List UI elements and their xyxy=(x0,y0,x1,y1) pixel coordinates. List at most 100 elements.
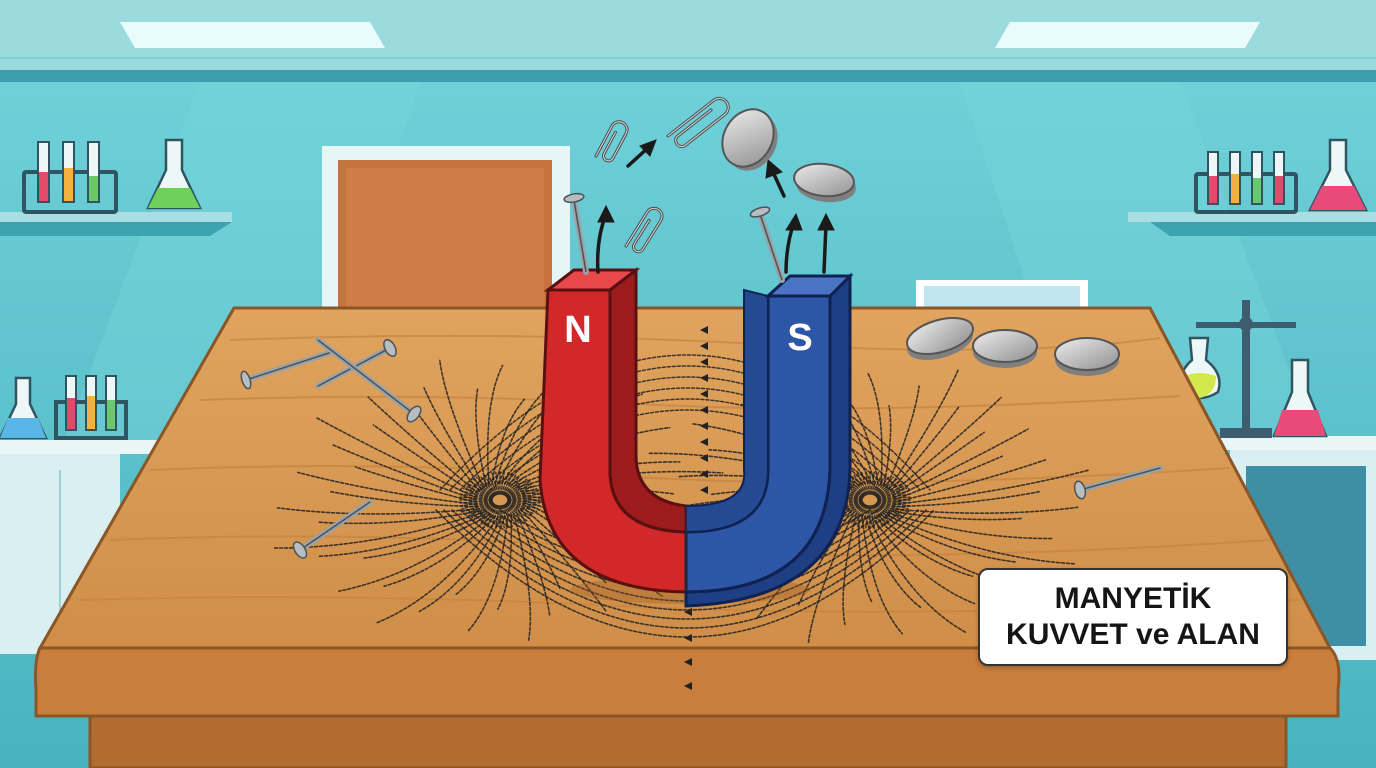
field-arrow xyxy=(700,470,708,478)
field-arrow xyxy=(700,486,708,494)
field-line xyxy=(449,365,921,491)
title-card: MANYETİK KUVVET ve ALAN xyxy=(978,568,1288,666)
field-line xyxy=(874,515,974,577)
field-line xyxy=(506,501,538,513)
field-line xyxy=(507,499,541,504)
flask-green xyxy=(146,138,202,210)
field-line xyxy=(807,511,855,644)
field-line xyxy=(475,476,496,496)
paperclip xyxy=(624,206,664,254)
field-arrow xyxy=(700,406,708,414)
field-line xyxy=(466,502,495,518)
field-line xyxy=(874,503,898,522)
field-line xyxy=(870,516,976,605)
field-line xyxy=(871,505,879,529)
paperclip xyxy=(666,96,730,149)
door xyxy=(322,146,570,316)
field-line xyxy=(874,476,895,496)
field-line xyxy=(461,490,494,499)
field-line xyxy=(839,503,865,520)
field-line xyxy=(507,500,540,507)
field-arrow xyxy=(700,358,708,366)
left-shelf xyxy=(0,138,232,236)
flask-pink-lower xyxy=(1272,358,1328,438)
field-line xyxy=(866,371,883,486)
field-line xyxy=(845,504,866,524)
field-line xyxy=(451,509,919,620)
field-line xyxy=(439,354,931,491)
field-line xyxy=(459,499,493,504)
field-line xyxy=(504,504,525,524)
field-line xyxy=(513,512,532,642)
field-line xyxy=(467,515,509,632)
field-arrow xyxy=(700,438,708,446)
field-arrow xyxy=(700,390,708,398)
field-line xyxy=(475,388,487,488)
field-line xyxy=(836,482,865,498)
field-line xyxy=(501,505,514,528)
field-arrow xyxy=(684,634,692,642)
north-pole-label: N xyxy=(564,309,591,351)
field-line xyxy=(491,398,526,485)
field-line xyxy=(460,500,493,507)
field-line xyxy=(872,504,887,527)
field-arrow xyxy=(700,326,708,334)
field-line xyxy=(469,480,495,497)
field-line xyxy=(469,503,495,520)
coin xyxy=(906,316,974,361)
field-arrow xyxy=(684,608,692,616)
field-line xyxy=(338,515,493,592)
nail xyxy=(1073,465,1163,500)
field-line xyxy=(418,516,503,613)
field-line xyxy=(460,493,493,500)
title-line-1: MANYETİK xyxy=(1054,582,1212,615)
field-line xyxy=(506,485,536,498)
field-line xyxy=(892,431,985,497)
field-line xyxy=(885,511,1053,540)
field-line xyxy=(877,493,910,500)
field-line xyxy=(330,443,477,501)
flying-coins xyxy=(721,108,856,203)
field-line xyxy=(885,385,920,489)
field-line xyxy=(459,509,911,611)
field-line xyxy=(893,459,1047,504)
field-line xyxy=(877,499,911,504)
field-line xyxy=(502,473,517,496)
field-line xyxy=(889,406,960,493)
field-line xyxy=(849,475,867,496)
field-line xyxy=(503,504,521,525)
field-line xyxy=(856,505,869,528)
field-line xyxy=(871,471,879,495)
field-line xyxy=(874,478,898,497)
field-line xyxy=(472,503,496,522)
south-pole-label: S xyxy=(787,317,812,359)
field-line xyxy=(506,501,539,510)
nail-on-south-pole xyxy=(749,206,785,283)
field-line xyxy=(354,466,477,504)
field-line xyxy=(383,515,496,587)
field-line xyxy=(503,475,521,496)
coins-on-table xyxy=(906,316,1120,376)
title-line-2: KUVVET ve ALAN xyxy=(1006,618,1260,651)
nails-right xyxy=(1073,465,1163,500)
lab-stand xyxy=(1196,300,1296,438)
field-line xyxy=(861,515,904,635)
field-line xyxy=(507,496,541,501)
field-line xyxy=(329,490,479,508)
field-line xyxy=(464,485,494,498)
field-line xyxy=(507,493,540,500)
field-line xyxy=(893,428,1029,499)
field-line xyxy=(865,471,870,495)
test-tube-rack xyxy=(54,375,128,440)
field-line xyxy=(842,512,857,626)
nail-on-north-pole xyxy=(563,192,589,275)
field-line xyxy=(486,364,504,486)
field-line xyxy=(506,502,536,515)
field-line xyxy=(500,471,505,495)
field-line xyxy=(873,504,891,525)
field-line xyxy=(491,471,499,495)
field-line xyxy=(462,487,494,499)
field-line xyxy=(875,480,901,497)
field-arrow xyxy=(700,374,708,382)
ceiling xyxy=(0,0,1376,82)
